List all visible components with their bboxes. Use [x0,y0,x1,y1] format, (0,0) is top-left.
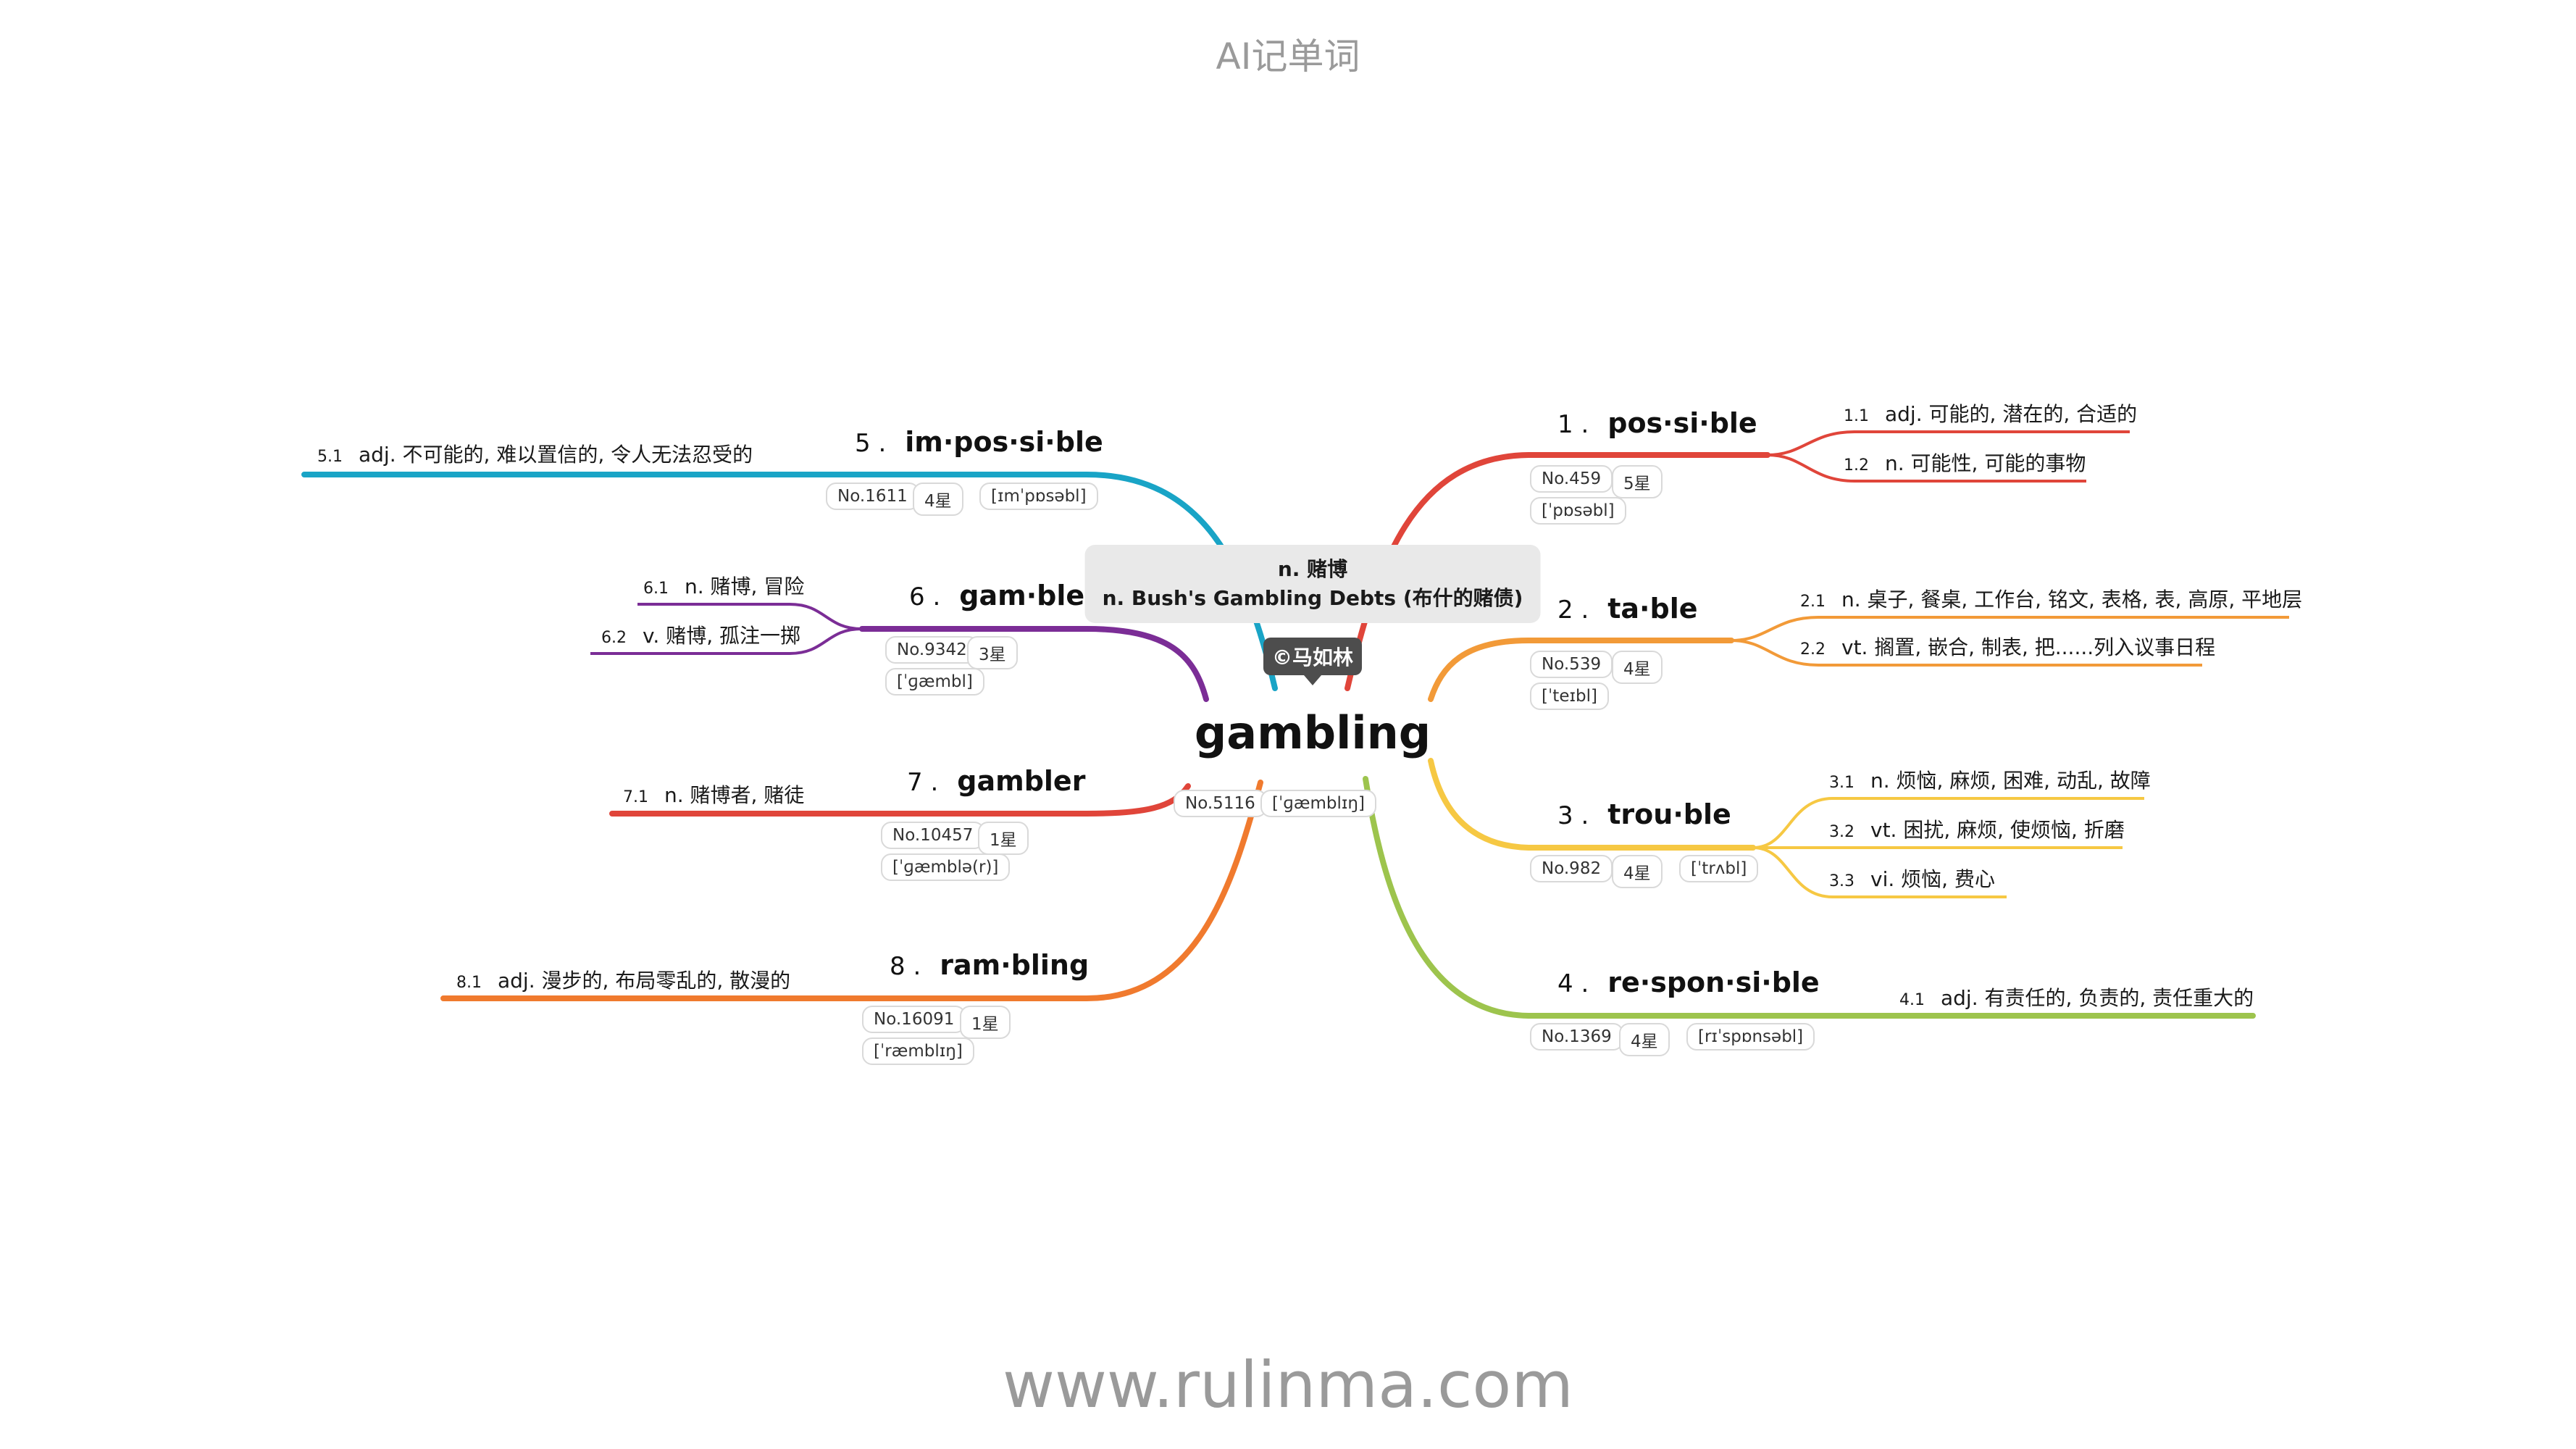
branch-number: 4 . [1557,969,1589,998]
branch-word-text: ta·ble [1607,593,1698,625]
branch-word-text: gambler [957,765,1086,797]
branch-line-3 [1428,758,1756,851]
rank-tag: No.10457 [881,822,985,849]
branch-number: 2 . [1557,596,1589,625]
def-line-3-3 [1752,846,2007,898]
stars-tag: 5星 [1612,465,1663,498]
stars-tag: 1星 [978,822,1029,855]
def-line-2-1 [1731,616,2289,642]
center-meaning-en: n. Bush's Gambling Debts (布什的赌债) [1102,586,1523,610]
def-line-2-2 [1731,639,2202,667]
phonetic-tag: [rɪˈspɒnsəbl] [1686,1023,1815,1051]
def-line-6-2 [590,627,863,655]
branch-line-1 [1345,452,1770,691]
branch-line-6 [859,626,1209,702]
rank-tag: No.16091 [862,1006,966,1033]
center-word[interactable]: gambling [1194,706,1431,759]
stars-tag: 3星 [967,636,1018,669]
phonetic-tag: [ˈtrʌbl] [1679,855,1759,882]
phonetic-tag: [ɪmˈpɒsəbl] [979,483,1098,510]
center-meaning-box: n. 赌博 n. Bush's Gambling Debts (布什的赌债) [1084,545,1541,623]
def-line-1-1 [1767,430,2130,456]
rank-tag: No.459 [1530,465,1613,493]
branch-number: 7 . [907,768,939,797]
branch-word-3[interactable]: 3 . trou·ble [1557,798,1731,830]
branch-word-text: pos·si·ble [1607,407,1757,439]
branch-number: 5 . [855,429,887,458]
phonetic-tag: [ˈɡæmbl] [885,668,984,696]
stars-tag: 1星 [960,1006,1011,1039]
stars-tag: 4星 [913,483,963,516]
def-line-3-1 [1752,797,2144,849]
center-meaning-cn: n. 赌博 [1277,557,1348,581]
branch-word-1[interactable]: 1 . pos·si·ble [1557,407,1757,439]
rank-tag: No.9342 [885,636,979,664]
app-title: AI记单词 [1216,36,1360,78]
rank-tag: No.982 [1530,855,1613,882]
branch-word-text: re·spon·si·ble [1607,966,1820,998]
branch-word-5[interactable]: 5 . im·pos·si·ble [855,426,1103,458]
def-line-6-1 [637,603,863,630]
branch-word-4[interactable]: 4 . re·spon·si·ble [1557,966,1820,998]
branch-number: 3 . [1557,801,1589,830]
branch-number: 1 . [1557,410,1589,439]
branch-word-text: im·pos·si·ble [905,426,1103,458]
rank-tag: No.1611 [826,483,919,510]
branch-number: 8 . [890,952,921,981]
phonetic-tag: [ˈteɪbl] [1530,682,1609,710]
center-rank-tag: No.5116 [1174,790,1267,817]
branch-number: 6 . [909,582,941,611]
branch-line-4 [1363,776,2256,1019]
phonetic-tag: [ˈræmblɪŋ] [862,1037,974,1065]
branch-word-text: ram·bling [940,949,1090,981]
branch-line-8 [440,780,1263,1001]
branch-word-8[interactable]: 8 . ram·bling [890,949,1089,981]
stars-tag: 4星 [1612,651,1663,684]
copyright-badge: ©马如林 [1263,638,1363,685]
rank-tag: No.539 [1530,651,1613,678]
phonetic-tag: [ˈpɒsəbl] [1530,497,1626,525]
branch-word-text: trou·ble [1607,798,1731,830]
phonetic-tag: [ˈɡæmblə(r)] [881,853,1011,881]
center-phonetic-tag: [ˈɡæmblɪŋ] [1260,790,1376,817]
stars-tag: 4星 [1612,855,1663,888]
branch-word-text: gam·ble [959,580,1085,611]
branch-word-7[interactable]: 7 . gambler [907,765,1085,797]
def-line-1-2 [1767,454,2086,483]
branch-word-6[interactable]: 6 . gam·ble [909,580,1084,611]
site-url[interactable]: www.rulinma.com [1002,1348,1573,1422]
stars-tag: 4星 [1619,1023,1670,1056]
branch-line-5 [301,472,1278,691]
branch-word-2[interactable]: 2 . ta·ble [1557,593,1698,625]
branch-line-2 [1428,638,1734,702]
rank-tag: No.1369 [1530,1023,1623,1051]
